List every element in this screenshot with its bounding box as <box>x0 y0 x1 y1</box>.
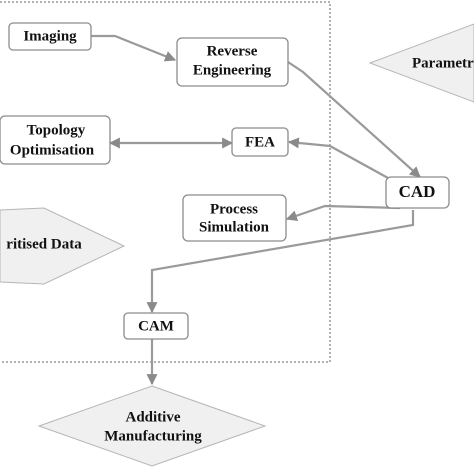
reverse-engineering-label-line1: Reverse <box>207 43 258 59</box>
node-fea[interactable]: FEA <box>231 127 289 157</box>
parametric-label: Parametr <box>412 55 474 71</box>
node-cam[interactable]: CAM <box>123 312 189 340</box>
edge-cad-to-cam <box>146 210 415 314</box>
node-parametric[interactable]: Parametr <box>368 23 474 103</box>
process-simulation-label-line1: Process <box>210 201 258 217</box>
node-digitised-data[interactable]: ritised Data <box>0 207 126 285</box>
edge-imaging-to-reverse-engineering <box>91 34 177 62</box>
additive-manufacturing-label-line1: Additive <box>125 409 180 425</box>
edge-cad-to-fea <box>287 137 389 179</box>
process-simulation-label-line2: Simulation <box>199 219 270 235</box>
edge-reverse-engineering-to-cad <box>287 61 421 178</box>
cad-label: CAD <box>399 182 436 201</box>
topology-optimisation-label-line1: Topology <box>27 122 86 138</box>
node-topology-optimisation[interactable]: Topology Optimisation <box>0 115 111 165</box>
reverse-engineering-label-line2: Engineering <box>193 62 272 78</box>
node-imaging[interactable]: Imaging <box>8 22 92 51</box>
node-reverse-engineering[interactable]: Reverse Engineering <box>176 37 289 87</box>
additive-manufacturing-label-line2: Manufacturing <box>104 428 202 444</box>
digitised-data-label: ritised Data <box>6 236 82 252</box>
imaging-label: Imaging <box>23 28 77 44</box>
boundary-frame <box>0 1 331 363</box>
fea-label: FEA <box>245 134 275 150</box>
node-cad[interactable]: CAD <box>385 176 450 209</box>
node-process-simulation[interactable]: Process Simulation <box>182 194 287 242</box>
topology-optimisation-label-line2: Optimisation <box>10 142 95 158</box>
cam-label: CAM <box>138 318 174 334</box>
edge-cad-to-process-simulation <box>285 204 401 221</box>
node-additive-manufacturing[interactable]: Additive Manufacturing <box>37 385 267 467</box>
